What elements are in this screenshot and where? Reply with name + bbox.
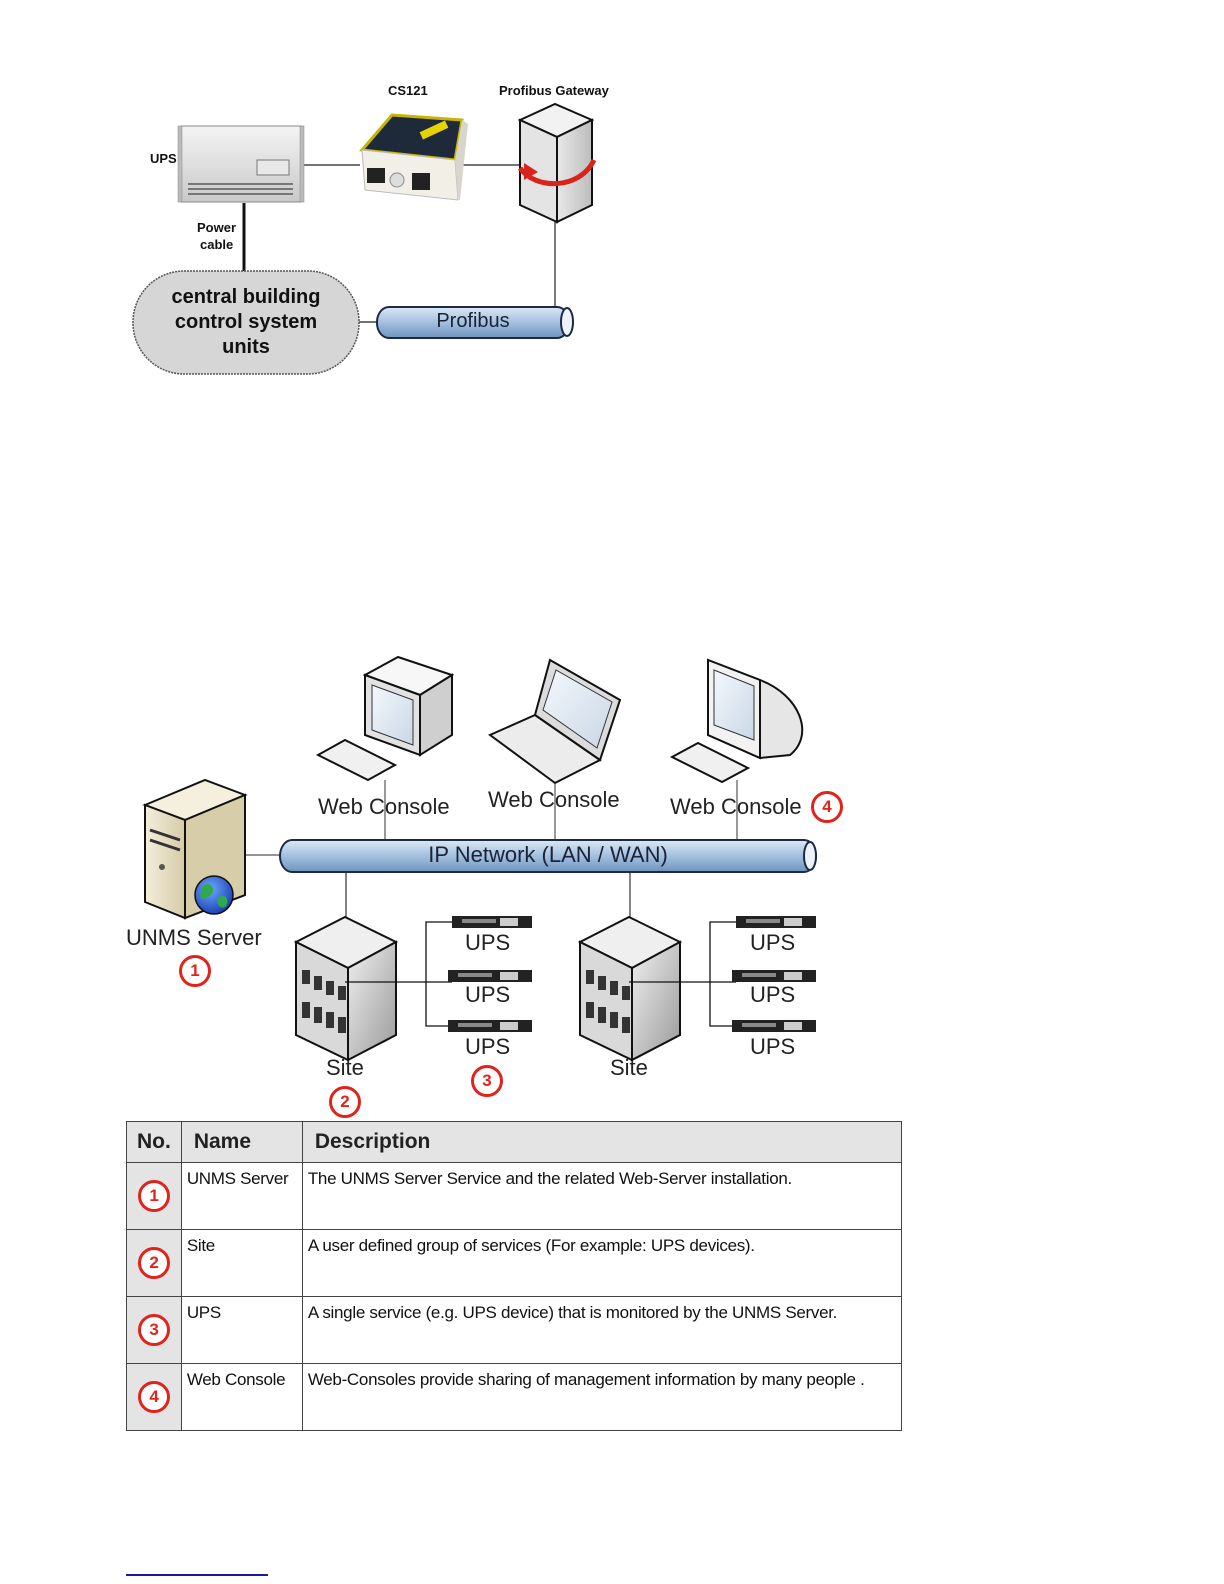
- header-name: Name: [180, 1121, 303, 1163]
- row-description: A user defined group of services (For ex…: [301, 1229, 903, 1297]
- ups-label-b1: UPS: [750, 930, 796, 955]
- rack-ups-icon-b3: [732, 1020, 816, 1032]
- site-label-1: Site: [326, 1055, 364, 1080]
- power-cable-label-line2: cable: [200, 237, 234, 252]
- cs121-label: CS121: [388, 83, 428, 98]
- row-badge: 1: [137, 1180, 170, 1212]
- legend-table-header: No. Name Description: [126, 1121, 903, 1163]
- footnote-separator: [126, 1574, 268, 1576]
- desktop-computer-icon: [315, 655, 455, 782]
- badge-ups: 3: [471, 1065, 503, 1097]
- ups-device-icon: [177, 125, 305, 203]
- row-name: UNMS Server: [180, 1162, 303, 1230]
- row-number-cell: 3: [126, 1296, 182, 1364]
- web-console-label-3: Web Console: [670, 794, 802, 819]
- row-description: Web-Consoles provide sharing of manageme…: [301, 1363, 903, 1431]
- ups-label-b2: UPS: [750, 982, 796, 1007]
- bms-label: central building control system units: [133, 285, 359, 360]
- site1-ups-links: [345, 921, 452, 1027]
- cs121-adapter-icon: [359, 113, 468, 201]
- badge-site: 2: [329, 1086, 361, 1118]
- ups-label-a3: UPS: [465, 1034, 511, 1059]
- profibus-diagram: [132, 102, 597, 375]
- unms-network-diagram: [142, 655, 817, 1062]
- row-badge: 3: [137, 1314, 170, 1346]
- ip-network-label: IP Network (LAN / WAN): [428, 842, 668, 867]
- site-building-icon-2: [577, 915, 683, 1062]
- bms-label-line1: central building: [171, 286, 321, 308]
- bms-label-line3: units: [222, 336, 270, 358]
- bms-label-line2: control system: [174, 311, 318, 333]
- row-name: UPS: [180, 1296, 303, 1364]
- crt-monitor-icon: [669, 658, 804, 784]
- rack-ups-icon-b2: [732, 970, 816, 982]
- badge-server: 1: [179, 955, 211, 987]
- row-number-cell: 4: [126, 1363, 182, 1431]
- rack-ups-icon-a3: [448, 1020, 532, 1032]
- legend-table: No. Name Description 1 UNMS Server The U…: [126, 1121, 903, 1431]
- ups-label-a2: UPS: [465, 982, 511, 1007]
- site-label-2: Site: [610, 1055, 648, 1080]
- unms-server-label: UNMS Server: [126, 925, 262, 950]
- profibus-gateway-icon: [517, 102, 597, 224]
- profibus-bus-pipe: [376, 306, 574, 339]
- web-console-label-1: Web Console: [318, 794, 450, 819]
- unms-server-icon: [142, 778, 248, 920]
- power-cable-label-line1: Power: [197, 220, 237, 235]
- rack-ups-icon-a2: [448, 970, 532, 982]
- table-row: 1 UNMS Server The UNMS Server Service an…: [126, 1162, 903, 1230]
- row-badge: 2: [137, 1247, 170, 1279]
- ip-network-pipe: [279, 839, 817, 873]
- web-console-label-2: Web Console: [488, 787, 620, 812]
- ups-label-b3: UPS: [750, 1034, 796, 1059]
- table-row: 2 Site A user defined group of services …: [126, 1229, 903, 1297]
- bms-terminator-shape: [132, 270, 360, 375]
- row-name: Site: [180, 1229, 303, 1297]
- site-building-icon-1: [293, 915, 399, 1062]
- site2-ups-links: [629, 921, 736, 1027]
- badge-web-console: 4: [811, 791, 843, 823]
- row-badge: 4: [137, 1381, 170, 1413]
- row-description: A single service (e.g. UPS device) that …: [301, 1296, 903, 1364]
- laptop-computer-icon: [488, 658, 622, 785]
- table-row: 4 Web Console Web-Consoles provide shari…: [126, 1363, 903, 1431]
- row-number-cell: 2: [126, 1229, 182, 1297]
- ups-label-a1: UPS: [465, 930, 511, 955]
- row-description: The UNMS Server Service and the related …: [301, 1162, 903, 1230]
- rack-ups-icon-b1: [736, 916, 816, 928]
- table-row: 3 UPS A single service (e.g. UPS device)…: [126, 1296, 903, 1364]
- ups-label: UPS: [150, 151, 177, 166]
- header-no: No.: [126, 1121, 182, 1163]
- header-description: Description: [301, 1121, 903, 1163]
- rack-ups-icon-a1: [452, 916, 532, 928]
- profibus-label: Profibus: [436, 310, 510, 332]
- row-name: Web Console: [180, 1363, 303, 1431]
- gateway-label: Profibus Gateway: [499, 83, 609, 98]
- row-number-cell: 1: [126, 1162, 182, 1230]
